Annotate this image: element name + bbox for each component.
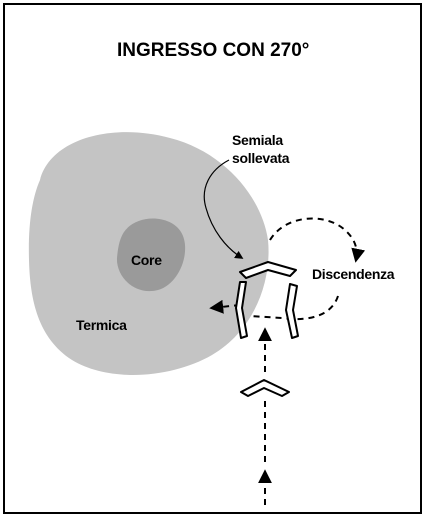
descent-loop-arrow (269, 217, 366, 263)
glider-icon-top (239, 261, 297, 279)
glider-icon-left (235, 281, 248, 339)
glider-icon-right (285, 283, 299, 339)
core-area (116, 218, 186, 292)
glider-icon-bottom (240, 379, 290, 397)
discendenza-label: Discendenza (312, 266, 395, 282)
semiala-pointer-line (203, 159, 244, 259)
turn-into-thermal-arrow (209, 299, 241, 314)
semiala-label-line2: sollevata (232, 150, 290, 166)
diagram-title: INGRESSO CON 270° (117, 40, 309, 61)
termica-label: Termica (76, 317, 127, 333)
semiala-label-line1: Semiala (232, 132, 283, 148)
core-label: Core (131, 252, 162, 268)
